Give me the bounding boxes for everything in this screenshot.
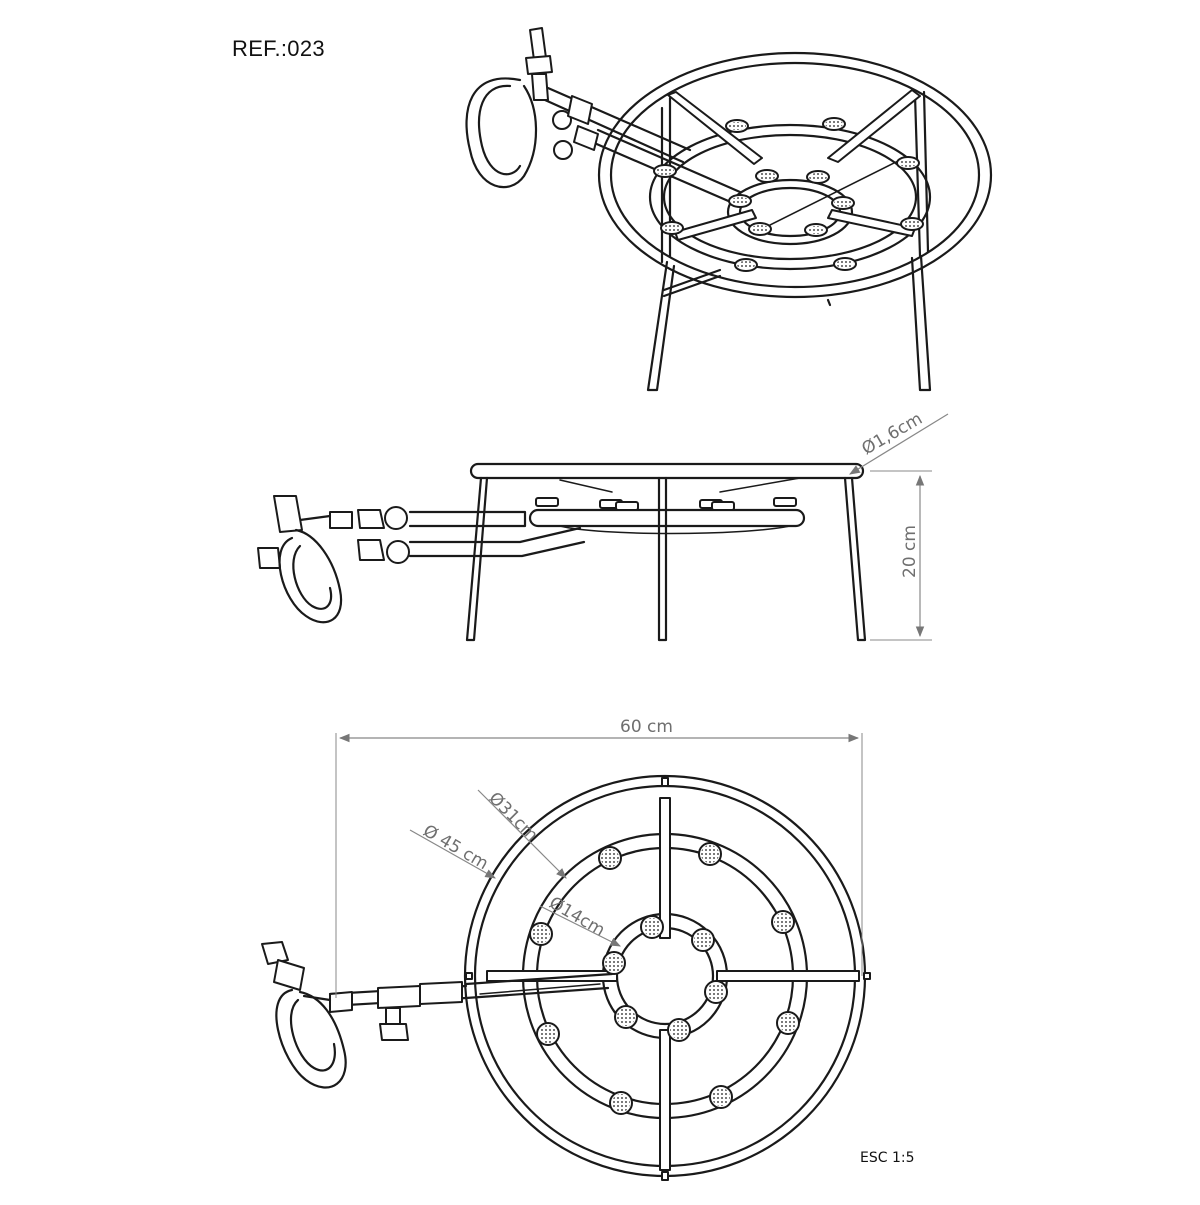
top-valve-knob [379,1023,409,1041]
valve-knob-lower [553,140,573,160]
scale-label: ESC 1:5 [860,1150,915,1166]
side-rim [469,462,865,480]
burner-p1 [725,119,749,133]
side-feed-pipes [408,510,586,558]
burner-p7 [728,194,752,208]
burner-p14 [833,257,857,271]
top-burners [529,842,800,1115]
burner-p10 [804,223,828,237]
perspective-legs [646,90,932,392]
burner-t4 [529,922,553,946]
burner-p13 [734,258,758,272]
burner-t2 [698,842,722,866]
perspective-middle-ring [648,123,932,271]
perspective-view [465,27,993,392]
burner-t5 [640,915,664,939]
burner-p6 [806,170,830,184]
burner-p2 [822,117,846,131]
dim-middle-ring: Ø31cm [477,788,567,879]
dim-middle-ring-label: Ø31cm [484,788,541,845]
reference-number: REF.:023 [232,36,325,61]
dim-pipe-diameter: Ø1,6cm [849,409,949,475]
side-valve-knob-upper [384,506,408,530]
burner-t11 [536,1022,560,1046]
top-regulator-hose [261,941,463,1089]
burner-p8 [831,196,855,210]
side-view [257,462,867,642]
side-valve-knob-lower [386,540,410,564]
burner-p5 [755,169,779,183]
dim-inner-ring-label: Ø14cm [546,893,609,941]
burner-p4 [653,164,677,178]
valve-knob-upper [552,110,572,130]
dim-height: 20 cm [870,470,932,641]
burner-t13 [609,1091,633,1115]
burner-t6 [691,928,715,952]
burner-t3 [771,910,795,934]
top-cross-supports [465,777,871,1181]
burner-t12 [776,1011,800,1035]
side-legs [465,476,867,642]
burner-p3 [896,156,920,170]
side-burners [535,497,797,511]
perspective-burners [653,117,924,272]
burner-t1 [598,846,622,870]
dim-width-label: 60 cm [620,717,673,737]
burner-t10 [667,1018,691,1042]
burner-p11 [660,221,684,235]
side-regulator-hose [257,495,343,624]
perspective-cross-supports [667,89,921,241]
burner-t7 [602,951,626,975]
dim-width: 60 cm [335,717,863,998]
side-valves [329,506,410,564]
top-view [261,774,871,1181]
dim-outer-ring-label: Ø 45 cm [420,821,492,874]
burner-p12 [900,217,924,231]
perspective-regulator-hose [465,27,599,189]
perspective-outer-rim [597,51,993,299]
dim-outer-ring: Ø 45 cm [409,821,496,879]
burner-t14 [709,1085,733,1109]
burner-p9 [748,222,772,236]
burner-t8 [704,980,728,1004]
dim-height-label: 20 cm [900,525,920,578]
burner-t9 [614,1005,638,1029]
side-burner-pipe [528,508,806,528]
